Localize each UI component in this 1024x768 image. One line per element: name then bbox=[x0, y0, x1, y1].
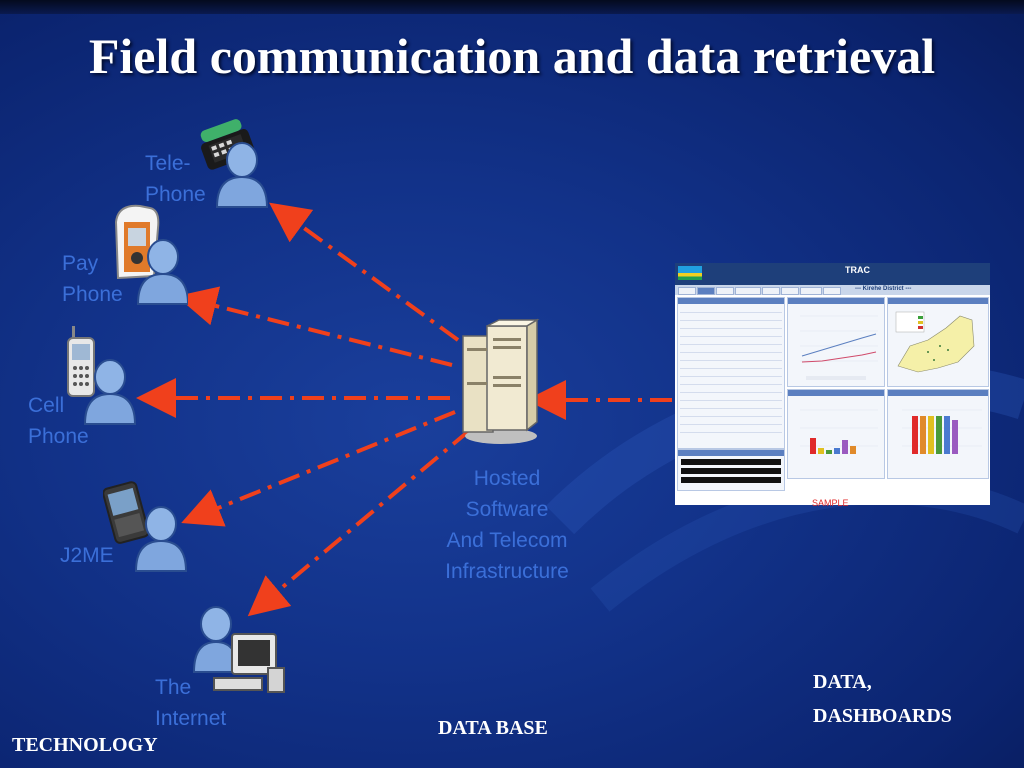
dashboard-district: --- Kirehe District --- bbox=[855, 286, 912, 292]
line-chart-panel bbox=[787, 297, 885, 387]
slide-title: Field communication and data retrieval bbox=[88, 28, 936, 84]
indicator-table-panel bbox=[677, 297, 785, 449]
arrow-to-telephone bbox=[269, 202, 460, 342]
computer-icon bbox=[192, 606, 285, 693]
internet-label: The Internet bbox=[155, 676, 227, 730]
map-panel bbox=[887, 297, 989, 387]
dashboard-logo: TRAC bbox=[845, 265, 870, 275]
cell-phone-label: Cell Phone bbox=[28, 394, 89, 448]
sample-label: SAMPLE bbox=[812, 498, 849, 508]
technology-label: TECHNOLOGY bbox=[12, 734, 158, 756]
telephone-icon bbox=[200, 119, 269, 208]
bar-chart-panel-1 bbox=[787, 389, 885, 479]
arrow-to-j2me bbox=[181, 410, 456, 527]
dashboard-screenshot: TRAC --- Kirehe District --- bbox=[675, 263, 990, 505]
j2me-label: J2ME bbox=[60, 544, 114, 567]
data-dashboards-label: DATA, DASHBOARDS bbox=[813, 671, 952, 727]
top-bar bbox=[0, 0, 1024, 14]
database-label: DATA BASE bbox=[438, 717, 548, 739]
dashboard-nav bbox=[675, 285, 990, 295]
reports-panel bbox=[677, 449, 785, 491]
dashboard-header: TRAC bbox=[675, 263, 990, 285]
arrow-to-pay-phone bbox=[176, 286, 453, 367]
bar-chart-panel-2 bbox=[887, 389, 989, 479]
pay-phone-icon bbox=[114, 204, 188, 305]
server-icon bbox=[462, 318, 540, 444]
cell-phone-icon bbox=[67, 326, 137, 425]
server-label: Hosted Software And Telecom Infrastructu… bbox=[445, 467, 569, 583]
j2me-device-icon bbox=[103, 481, 188, 572]
pay-phone-label: Pay Phone bbox=[62, 252, 123, 306]
telephone-label: Tele- Phone bbox=[145, 152, 206, 206]
arrow-to-internet bbox=[247, 428, 472, 617]
flag-icon bbox=[678, 266, 702, 280]
